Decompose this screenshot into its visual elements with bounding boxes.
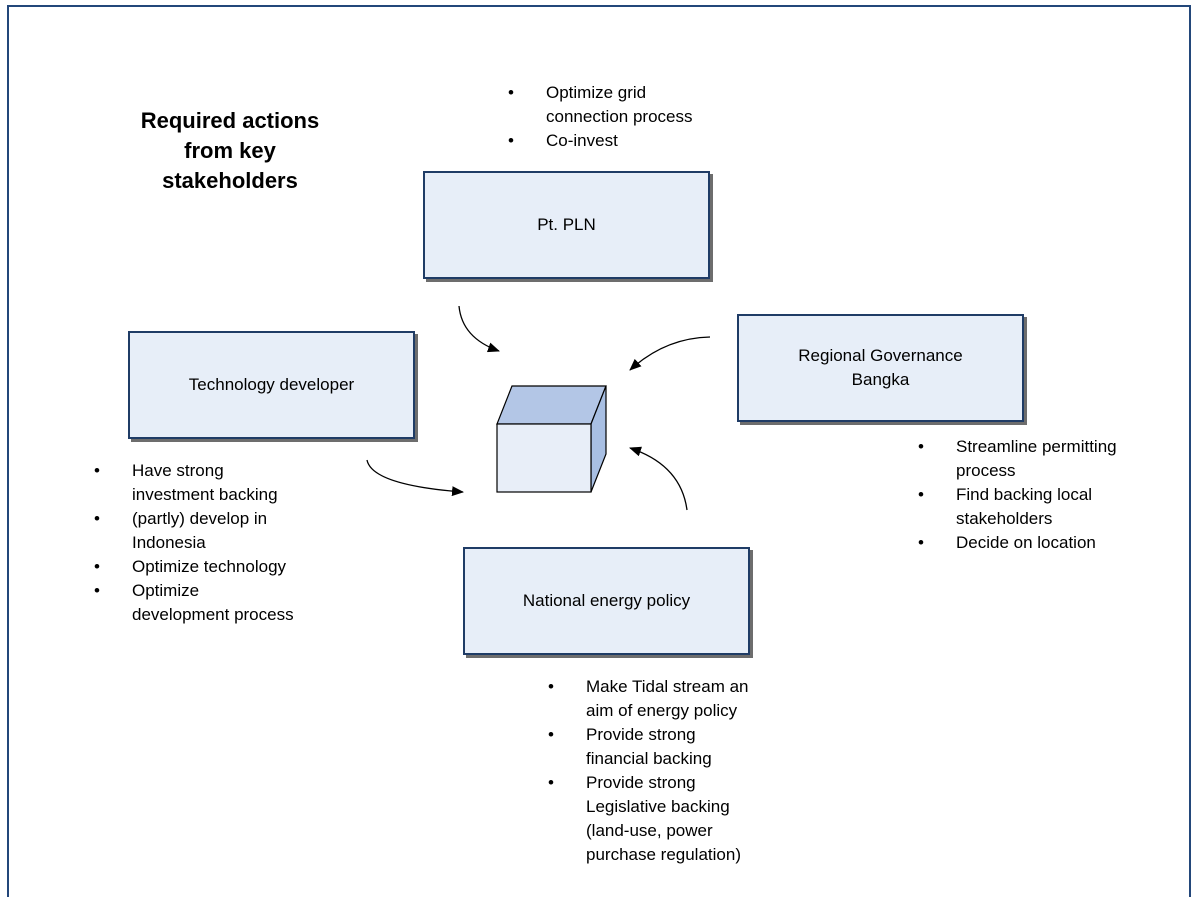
cube-front-face — [496, 423, 592, 493]
node-label: Pt. PLN — [537, 215, 596, 234]
pln-actions-list: Optimize grid connection process Co-inve… — [501, 81, 761, 153]
node-label: National energy policy — [522, 591, 691, 610]
node-national-energy-policy: National energy policy — [463, 547, 750, 655]
pln-action-item: Co-invest — [501, 129, 761, 153]
tech-action-item: Optimize technology — [87, 555, 367, 579]
node-label: Technology developer — [188, 375, 355, 394]
diagram-title: Required actions from key stakeholders — [105, 106, 355, 196]
regional-action-item: Find backing local stakeholders — [911, 483, 1181, 531]
pln-action-item: Optimize grid connection process — [501, 81, 761, 129]
title-line-1: Required actions — [140, 108, 320, 133]
diagram-frame — [7, 5, 1191, 897]
central-cube — [496, 385, 607, 493]
node-label: Regional Governance — [798, 346, 963, 365]
node-technology-developer: Technology developer — [128, 331, 415, 439]
arrow-tech-to-center — [366, 459, 464, 497]
node-regional-governance: Regional Governance Bangka — [737, 314, 1024, 422]
tech-actions-list: Have strong investment backing (partly) … — [87, 459, 367, 627]
arrow-national-to-center — [629, 446, 688, 511]
title-line-2: from key — [184, 138, 276, 163]
national-action-item: Provide strong financial backing — [541, 723, 811, 771]
regional-action-item: Decide on location — [911, 531, 1181, 555]
national-actions-list: Make Tidal stream an aim of energy polic… — [541, 675, 811, 867]
regional-actions-list: Streamline permitting process Find backi… — [911, 435, 1181, 555]
node-pt-pln: Pt. PLN — [423, 171, 710, 279]
tech-action-item: Have strong investment backing — [87, 459, 367, 507]
national-action-item: Provide strong Legislative backing (land… — [541, 771, 811, 867]
regional-action-item: Streamline permitting process — [911, 435, 1181, 483]
title-line-3: stakeholders — [162, 168, 298, 193]
cube-top-face — [496, 385, 607, 425]
arrow-pln-to-center — [458, 305, 500, 353]
arrow-regional-to-center — [629, 336, 711, 371]
node-label: Bangka — [851, 370, 910, 389]
tech-action-item: Optimize development process — [87, 579, 367, 627]
national-action-item: Make Tidal stream an aim of energy polic… — [541, 675, 811, 723]
tech-action-item: (partly) develop in Indonesia — [87, 507, 367, 555]
